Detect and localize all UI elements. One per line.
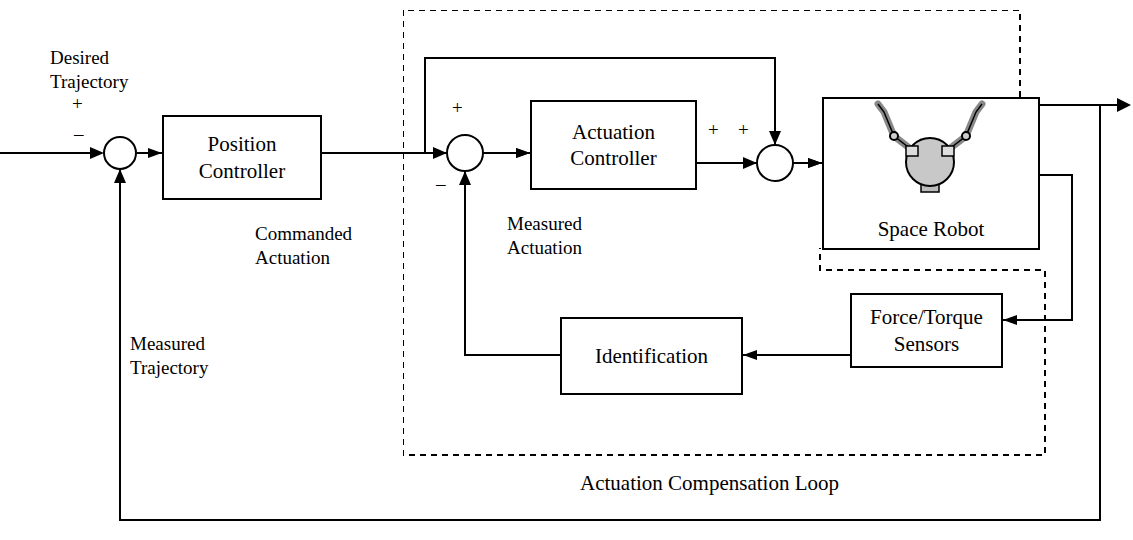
box-label: Identification — [595, 343, 708, 369]
summing-junction — [104, 137, 136, 169]
box-label: Force/Torque Sensors — [864, 304, 989, 357]
box-label: Position Controller — [177, 131, 307, 184]
box-label: Actuation Controller — [549, 119, 679, 172]
robot-box: Space Robot — [822, 97, 1040, 250]
signal-label: Commanded Actuation — [255, 222, 380, 270]
dashed-boundary — [403, 10, 1048, 510]
signal-label: Measured Trajectory — [130, 332, 245, 380]
sensor-box: Force/Torque Sensors — [850, 293, 1003, 368]
process-box: Identification — [560, 317, 743, 395]
process-box: Position Controller — [162, 115, 322, 200]
arrow-head — [90, 147, 104, 159]
region-title: Actuation Compensation Loop — [580, 470, 839, 496]
signal-connector — [1003, 175, 1072, 320]
sign-label: + — [452, 96, 463, 120]
signal-connector — [743, 354, 850, 356]
signal-connector — [120, 105, 1100, 520]
sign-label: + — [738, 118, 749, 142]
signal-label: Measured Actuation — [507, 212, 622, 260]
dashed-boundary — [403, 10, 1045, 455]
signal-connector — [697, 162, 822, 164]
signal-label: Desired Trajectory — [50, 46, 150, 94]
input-line — [0, 152, 96, 154]
process-box: Actuation Controller — [530, 100, 697, 190]
sign-label: – — [74, 122, 84, 146]
box-label: Space Robot — [878, 216, 985, 242]
compensation-loop-region: Actuation Compensation Loop Actuation Con… — [403, 10, 1048, 510]
sign-label: – — [436, 172, 446, 196]
arrow-head — [1117, 98, 1131, 112]
sign-label: + — [708, 118, 719, 142]
summing-junction — [757, 145, 793, 181]
sign-label: + — [72, 92, 83, 116]
summing-junction — [447, 135, 483, 171]
robot-illustration — [878, 104, 982, 192]
